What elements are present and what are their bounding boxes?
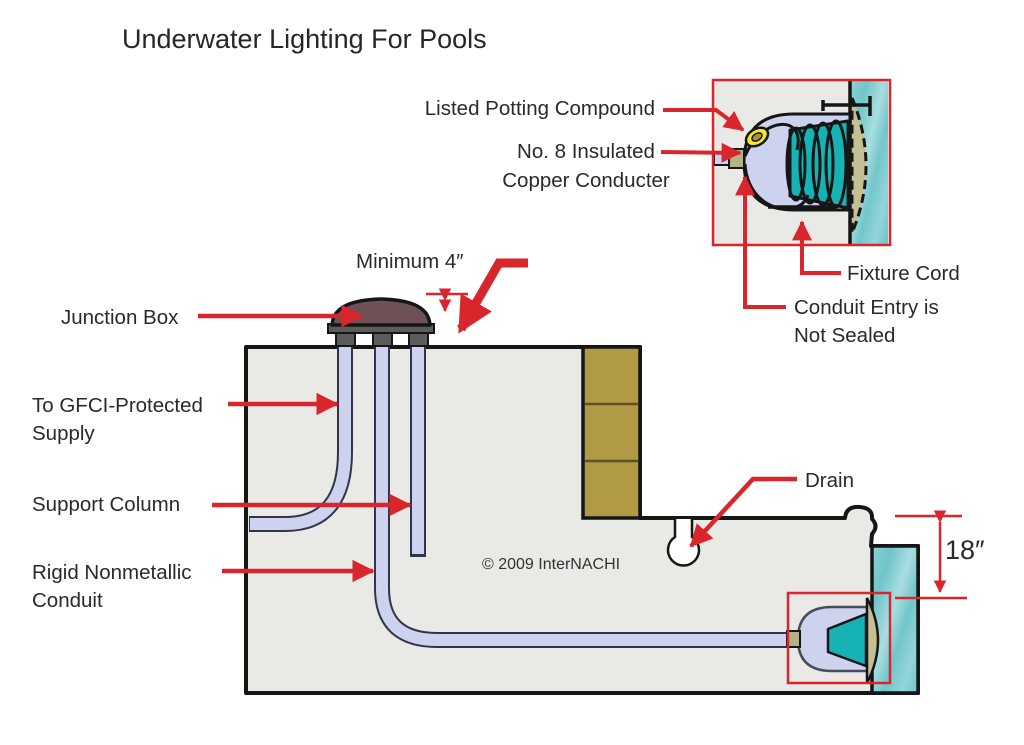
- inset-fixture-cord-coil: [743, 119, 848, 211]
- inset-potting-compound: [744, 126, 770, 148]
- junction-box: [327, 297, 435, 347]
- label-gfci-line1: To GFCI-Protected: [32, 394, 203, 417]
- label-18in-dimension: 18″: [945, 535, 985, 565]
- conduit-entry-arrow: [735, 175, 786, 309]
- light-fixture: [786, 591, 892, 685]
- label-rigid-line2: Conduit: [32, 589, 103, 612]
- inset-lens: [850, 97, 868, 234]
- label-no8-copper-conductor: No. 8 Insulated Copper Conducter: [440, 137, 732, 195]
- label-conduit-entry-not-sealed: Conduit Entry is Not Sealed: [794, 294, 939, 350]
- label-conduit-entry-line2: Not Sealed: [794, 324, 896, 347]
- dimension-marks: [426, 288, 967, 600]
- inset-lens-screw: [821, 96, 872, 116]
- fixture-detail-source-box: [786, 591, 892, 685]
- label-minimum-4in: Minimum 4″: [356, 250, 464, 273]
- copyright-notice: © 2009 InterNACHI: [482, 556, 621, 573]
- label-fixture-cord: Fixture Cord: [847, 262, 960, 285]
- minimum4-big-arrow: [457, 258, 528, 334]
- label-rigid-line1: Rigid Nonmetallic: [32, 561, 192, 584]
- label-listed-potting-compound: Listed Potting Compound: [424, 97, 655, 120]
- fixture-cord-arrow: [792, 220, 841, 275]
- label-support-column: Support Column: [32, 493, 181, 516]
- label-conduit-entry-line1: Conduit Entry is: [794, 296, 939, 319]
- label-gfci-line2: Supply: [32, 422, 95, 445]
- inset-detail: [711, 78, 892, 247]
- listed-potting-arrow: [663, 108, 745, 132]
- label-rigid-nonmetallic-conduit: Rigid Nonmetallic Conduit: [32, 559, 192, 615]
- label-drain: Drain: [805, 469, 854, 492]
- annotation-arrows: [198, 108, 841, 583]
- fixture-lens: [865, 597, 880, 684]
- drain-arrow: [689, 476, 797, 548]
- label-gfci-supply: To GFCI-Protected Supply: [32, 392, 203, 448]
- conduit-rigid-nonmetallic: [374, 331, 791, 648]
- label-no8-line2: Copper Conducter: [502, 169, 670, 192]
- page-title: Underwater Lighting For Pools: [122, 24, 487, 54]
- label-junction-box: Junction Box: [61, 306, 179, 329]
- pool-water: [870, 544, 920, 695]
- no8-conductor-arrow: [660, 142, 742, 163]
- label-no8-line1: No. 8 Insulated: [517, 140, 655, 163]
- tile-step-wall: [581, 345, 642, 520]
